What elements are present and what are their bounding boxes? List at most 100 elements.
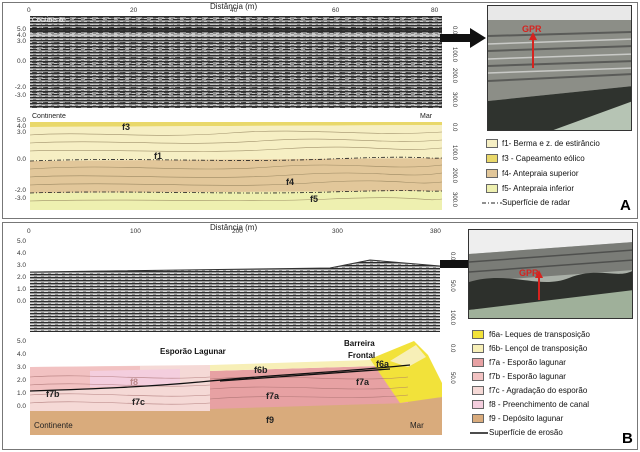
- legend-radar-surface-line: [482, 202, 502, 204]
- panel-a-x-tick: 0: [27, 7, 31, 14]
- panel-b-y-tick: 4.0: [16, 351, 26, 358]
- panel-a-x-tick: 20: [130, 7, 138, 14]
- panel-b-time-tick: 100.0: [449, 310, 455, 326]
- panel-a-radar-continente: Continente: [32, 17, 66, 24]
- legend-item-f6a: f6a- Leques de transposição: [489, 330, 590, 339]
- legend-swatch-f8: [472, 400, 484, 409]
- panel-b-title-frontal: Frontal: [348, 351, 376, 360]
- panel-a-y-tick: 4.0: [16, 32, 26, 39]
- panel-a-interp-continente: Continente: [32, 113, 66, 120]
- panel-b-photo-image: [469, 230, 632, 318]
- legend-swatch-f6a: [472, 330, 484, 339]
- panel-a-y-tick: 4.0: [16, 123, 26, 130]
- panel-a-x-tick: 40: [230, 7, 238, 14]
- panel-b-axis-title: Distância (m): [210, 223, 258, 232]
- panel-b-y-tick: 2.0: [16, 274, 26, 281]
- legend-item-f1: f1- Berma e z. de estirâncio: [502, 139, 600, 148]
- panel-b-x-tick: 300: [332, 228, 343, 235]
- panel-a-y-tick: 0.0: [16, 156, 26, 163]
- panel-b-title-esporao: Esporão Lagunar: [160, 347, 226, 356]
- panel-a-time-tick: 0.0: [451, 123, 457, 132]
- panel-b-y-tick: 3.0: [16, 262, 26, 269]
- facies-label-f5: f5: [310, 194, 319, 204]
- panel-a-photo-image: [488, 6, 631, 130]
- legend-item-f8: f8 - Preenchimento de canal: [489, 400, 590, 409]
- panel-b-interpretation-image: [30, 341, 442, 435]
- panel-b-x-tick: 380: [430, 228, 441, 235]
- panel-a-x-tick: 80: [431, 7, 439, 14]
- panel-b-radargram-image: [30, 238, 440, 332]
- facies-label-f6b: f6b: [254, 365, 268, 375]
- legend-item-f9: f9 - Depósito lagunar: [489, 414, 564, 423]
- legend-swatch-f7b: [472, 372, 484, 381]
- facies-label-f7a: f7a: [266, 391, 280, 401]
- panel-b-y-tick: 1.0: [16, 286, 26, 293]
- legend-swatch-f7c: [472, 386, 484, 395]
- panel-a-letter: A: [620, 197, 631, 214]
- panel-b-y-tick: 5.0: [16, 238, 26, 245]
- panel-b-letter: B: [622, 430, 633, 447]
- panel-a-y-tick: 0.0: [16, 58, 26, 65]
- legend-item-f5: f5- Antepraia inferior: [502, 184, 575, 193]
- panel-a-time-tick: 200.0: [451, 168, 457, 184]
- panel-a-y-tick: 3.0: [16, 38, 26, 45]
- legend-swatch-f7a: [472, 358, 484, 367]
- arrow-right-icon: [440, 28, 486, 48]
- panel-a-y-tick: 5.0: [16, 26, 26, 33]
- legend-item-f4: f4- Antepraia superior: [502, 169, 579, 178]
- legend-item-f6b: f6b- Lençol de transposição: [489, 344, 588, 353]
- panel-b-time-tick: 0.0: [449, 344, 455, 353]
- legend-swatch-f9: [472, 414, 484, 423]
- panel-a-interpretation: Continente Mar f3 f1 f4 f5: [30, 113, 442, 210]
- legend-swatch-f1: [486, 139, 498, 148]
- panel-a-photo-gpr-label: GPR: [522, 24, 542, 34]
- panel-b-y-tick: 3.0: [16, 364, 26, 371]
- panel-a-time-tick: 100.0: [451, 47, 457, 63]
- facies-label-f8: f8: [130, 377, 139, 387]
- panel-a-y-tick: 3.0: [16, 129, 26, 136]
- facies-label-f4: f4: [286, 177, 295, 187]
- legend-item-f7a: f7a - Esporão lagunar: [489, 358, 566, 367]
- panel-b-x-tick: 100: [130, 228, 141, 235]
- panel-b-title-barreira: Barreira: [344, 339, 375, 348]
- panel-b-y-tick: 4.0: [16, 250, 26, 257]
- panel-a-time-tick: 300.0: [451, 192, 457, 208]
- panel-a-radargram-image: [30, 16, 442, 108]
- legend-item-f7c: f7c - Agradação do esporão: [489, 386, 588, 395]
- panel-a-time-tick: 300.0: [451, 92, 457, 108]
- panel-a-axis-title: Distância (m): [210, 2, 258, 11]
- panel-b-interpretation: Esporão Lagunar Barreira Frontal f6a f6b…: [30, 337, 442, 435]
- legend-swatch-f6b: [472, 344, 484, 353]
- legend-erosion-surface-line: [470, 432, 488, 434]
- panel-a-y-tick: -3.0: [14, 195, 26, 202]
- panel-b-y-tick: 5.0: [16, 338, 26, 345]
- panel-a-time-tick: 200.0: [451, 68, 457, 84]
- legend-item-f3: f3 - Capeamento eólico: [502, 154, 585, 163]
- facies-label-f1: f1: [154, 151, 163, 161]
- panel-b-label-mar: Mar: [410, 421, 424, 430]
- panel-b-photo-gpr-label: GPR: [519, 268, 539, 278]
- facies-label-f7a-2: f7a: [356, 377, 370, 387]
- panel-b-x-tick: 0: [27, 228, 31, 235]
- panel-b-y-tick: 0.0: [16, 403, 26, 410]
- panel-a-interp-mar: Mar: [420, 113, 433, 120]
- panel-b-y-tick: 0.0: [16, 298, 26, 305]
- legend-item-erosion-surface: Superfície de erosão: [489, 428, 563, 437]
- panel-b-y-tick: 2.0: [16, 377, 26, 384]
- panel-a-radargram: Continente: [30, 16, 442, 108]
- panel-b-frame: [2, 222, 638, 450]
- legend-item-f7b: f7b - Esporão lagunar: [489, 372, 566, 381]
- panel-a-time-tick: 100.0: [451, 145, 457, 161]
- panel-b-label-continente: Continente: [34, 421, 73, 430]
- panel-a-x-tick: 60: [332, 7, 340, 14]
- legend-swatch-f3: [486, 154, 498, 163]
- panel-b-x-tick: 200: [232, 228, 243, 235]
- facies-label-f3: f3: [122, 122, 131, 132]
- panel-b-radargram: [30, 238, 440, 332]
- panel-a-y-tick: -2.0: [14, 187, 26, 194]
- legend-swatch-f5: [486, 184, 498, 193]
- panel-a-y-tick: -2.0: [14, 84, 26, 91]
- panel-a-y-tick: -3.0: [14, 92, 26, 99]
- panel-b-time-tick: 50.0: [449, 280, 455, 292]
- facies-label-f9: f9: [266, 415, 275, 425]
